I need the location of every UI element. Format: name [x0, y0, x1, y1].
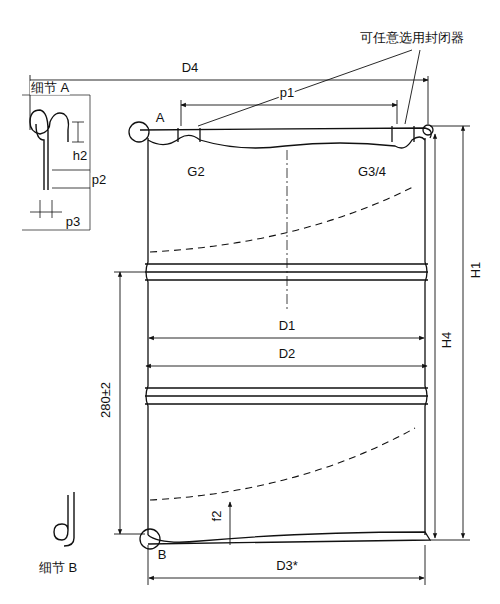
- center-line: [287, 150, 288, 310]
- thread-label: G2: [186, 165, 205, 179]
- rolling-hoop: [145, 388, 428, 404]
- detail-callout: A: [155, 111, 166, 125]
- detail-title: 细节 B: [38, 561, 78, 575]
- hidden-line: [150, 186, 415, 252]
- extension-line: [181, 100, 397, 126]
- dimension-label: p1: [279, 86, 295, 100]
- bottom-head: [148, 532, 430, 544]
- seam-curl: [54, 495, 68, 540]
- extension-line: [430, 126, 470, 540]
- extension-line: [148, 545, 425, 585]
- dimension-label: D4: [181, 61, 200, 75]
- dimension-label: 280±2: [99, 381, 113, 419]
- detail-frame: [22, 95, 90, 230]
- dimension-line: [230, 502, 231, 545]
- leader-line: [198, 50, 420, 126]
- seam-curl: [36, 124, 44, 190]
- dimension-line: [72, 122, 84, 142]
- dimension-line: [30, 200, 62, 218]
- dimension-line: [463, 126, 464, 538]
- drum-wall: [146, 138, 148, 535]
- dimension-label: D1: [278, 319, 297, 333]
- detail-callout: B: [157, 548, 168, 562]
- dimension-label: f2: [210, 510, 224, 523]
- dimension-label: p3: [65, 215, 81, 229]
- dimension-line: [181, 105, 397, 106]
- seam-curl: [30, 110, 69, 190]
- dimension-line: [52, 170, 90, 188]
- dimension-label: D3*: [275, 559, 299, 573]
- chime-curl: [423, 125, 433, 135]
- rolling-hoop: [145, 264, 428, 280]
- dimension-line: [30, 80, 428, 81]
- dimension-label: h2: [72, 149, 88, 163]
- dimension-label: D2: [278, 347, 297, 361]
- dimension-label: H1: [469, 261, 483, 280]
- drum-wall: [425, 138, 427, 535]
- bung: [178, 128, 200, 142]
- dimension-line: [120, 272, 121, 534]
- detail-circle: [129, 122, 149, 142]
- thread-label: G3/4: [357, 165, 387, 179]
- extension-line: [114, 272, 145, 534]
- top-head: [148, 135, 425, 148]
- dimension-line: [149, 338, 424, 339]
- detail-circle: [140, 529, 160, 549]
- note-text: 可任意选用封闭器: [359, 31, 465, 45]
- detail-title: 细节 A: [30, 81, 70, 95]
- bung: [392, 126, 414, 142]
- dimension-label: H4: [440, 331, 454, 350]
- dimension-label: p2: [91, 173, 107, 187]
- seam-curl: [64, 492, 74, 546]
- hidden-line: [150, 428, 415, 500]
- dimension-line: [146, 366, 427, 367]
- dimension-line: [435, 134, 436, 538]
- dimension-line: [149, 578, 424, 579]
